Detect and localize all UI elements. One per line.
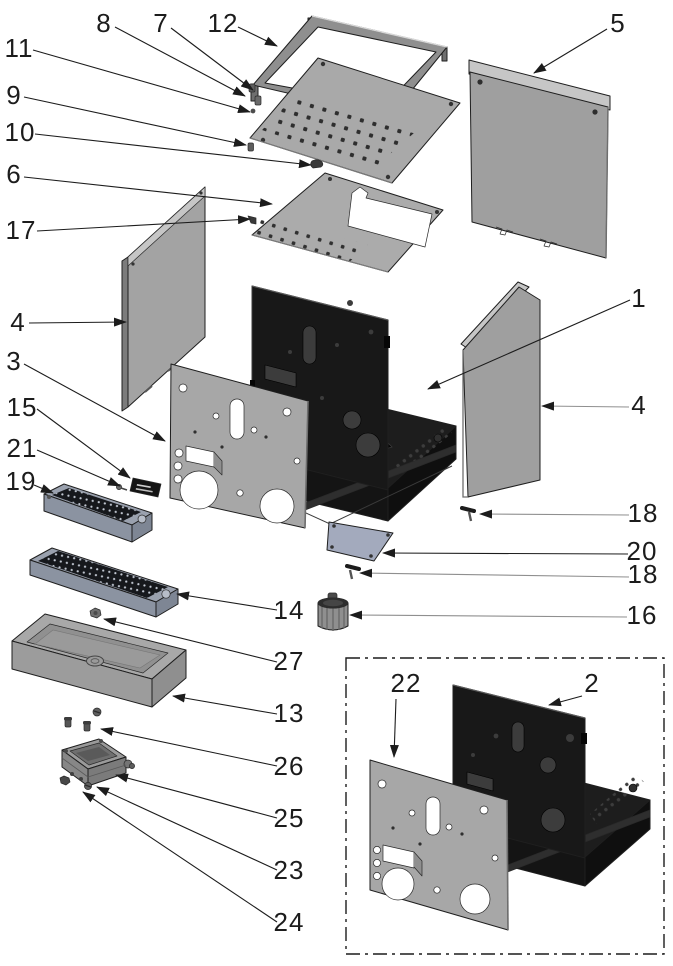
- part-top-panel: [249, 57, 461, 184]
- callout-label-c23: 23: [274, 855, 305, 885]
- callout-line-c20: [382, 548, 629, 558]
- callout-label-c7: 7: [153, 8, 168, 38]
- nut-27: [89, 607, 102, 619]
- callout-label-c16: 16: [627, 600, 658, 630]
- callout-label-c26: 26: [274, 751, 305, 781]
- callout-line-c2: [548, 695, 583, 707]
- callout-line-c15: [36, 408, 131, 479]
- callout-label-c20: 20: [627, 536, 658, 566]
- callout-line-c16: [349, 610, 628, 620]
- part-inset-front-panel-22: [369, 759, 509, 931]
- callout-label-c24: 24: [274, 907, 305, 937]
- callout-label-c25: 25: [274, 803, 305, 833]
- part-inner-panel-6: [247, 172, 444, 273]
- callout-label-c3: 3: [6, 346, 21, 376]
- callout-label-c17: 17: [6, 215, 37, 245]
- screws-23-24: [59, 775, 92, 790]
- callout-label-c5: 5: [610, 8, 625, 38]
- callout-line-c10: [34, 133, 312, 169]
- callout-line-c12: [237, 26, 278, 47]
- callout-line-c18b: [359, 568, 630, 578]
- callout-label-c12: 12: [208, 8, 239, 38]
- callout-line-c19: [33, 484, 54, 494]
- callout-label-c6: 6: [6, 159, 21, 189]
- callout-label-c15: 15: [7, 392, 38, 422]
- part-box-25: [61, 738, 135, 787]
- callout-line-c18a: [479, 509, 630, 519]
- screw-26: [92, 707, 102, 717]
- callout-line-c22: [389, 698, 399, 758]
- callout-line-c25: [115, 773, 278, 819]
- callout-label-c8: 8: [96, 8, 111, 38]
- part-label-15: [129, 477, 162, 498]
- callout-label-c11: 11: [5, 33, 34, 63]
- part-grate-tray-19: [43, 483, 153, 543]
- part-drip-grate-14: [29, 547, 179, 618]
- screw-9: [247, 142, 254, 152]
- callout-line-c5: [533, 28, 608, 74]
- callout-label-c18b: 18: [628, 559, 659, 589]
- callout-label-c9: 9: [6, 80, 21, 110]
- part-front-panel-3: [169, 363, 309, 529]
- part-drip-tray-13: [11, 613, 187, 708]
- callout-line-c13: [172, 693, 278, 715]
- callout-line-c27: [103, 617, 278, 663]
- callout-line-c9: [23, 96, 247, 147]
- callout-label-c21: 21: [7, 433, 38, 463]
- callout-line-c21: [36, 449, 121, 487]
- callout-line-c3: [23, 363, 166, 442]
- screw-18-lower: [345, 564, 361, 580]
- callout-label-c27: 27: [274, 646, 305, 676]
- callout-line-c24: [82, 791, 278, 923]
- callout-line-c4l: [28, 317, 127, 327]
- callout-line-c26: [100, 727, 278, 767]
- callout-label-c4l: 4: [10, 307, 25, 337]
- callout-line-c4r: [541, 401, 630, 411]
- callout-label-c2: 2: [584, 668, 599, 698]
- callout-line-c23: [96, 786, 278, 871]
- part-foot-16: [317, 592, 349, 631]
- callout-label-c13: 13: [274, 698, 305, 728]
- callout-label-c22: 22: [391, 668, 422, 698]
- callout-label-c19: 19: [6, 466, 37, 496]
- callout-label-c10: 10: [5, 117, 36, 147]
- callout-label-c1: 1: [631, 283, 646, 313]
- clip-10: [310, 159, 324, 169]
- standoff-screws: [64, 717, 91, 732]
- callout-line-c1: [427, 299, 631, 390]
- callout-line-c7: [170, 27, 254, 91]
- screw-18-upper: [460, 506, 476, 522]
- part-side-panel-4-right: [460, 281, 541, 498]
- callout-line-c11: [32, 49, 251, 114]
- callout-line-c8: [114, 26, 246, 97]
- callout-line-c17: [36, 215, 251, 232]
- callout-label-c18a: 18: [628, 498, 659, 528]
- callout-label-c4r: 4: [631, 390, 646, 420]
- part-rear-panel-5: [468, 59, 611, 259]
- callout-line-c6: [23, 176, 273, 208]
- callout-line-c14: [176, 591, 278, 611]
- inset-detail-box: [345, 657, 665, 955]
- part-plate-20: [326, 521, 394, 562]
- callout-label-c14: 14: [274, 595, 305, 625]
